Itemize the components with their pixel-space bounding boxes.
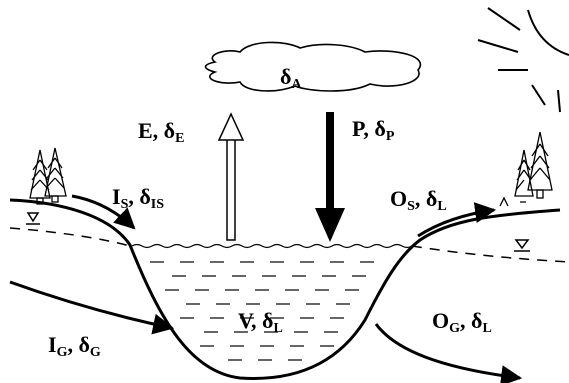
evaporation-arrow-icon (219, 114, 243, 240)
label-surface-outflow: OS, δL (390, 188, 447, 214)
water-table-icon (26, 213, 40, 224)
tree-icon (30, 148, 66, 204)
water-table-line (10, 228, 569, 262)
label-surface-inflow: IS, δIS (112, 186, 164, 212)
label-groundwater-inflow: IG, δG (48, 334, 101, 360)
label-groundwater-outflow: OG, δL (432, 310, 492, 336)
sun-icon (478, 8, 569, 112)
label-precipitation: P, δP (352, 118, 394, 144)
lake-water (132, 245, 412, 361)
precipitation-arrow-icon (315, 112, 345, 242)
label-lake-volume: V, δL (238, 310, 283, 336)
tree-icon (500, 132, 552, 206)
label-delta-a: δA (280, 66, 302, 92)
water-table-icon (514, 240, 530, 251)
cloud-icon (206, 42, 421, 91)
label-evaporation: E, δE (138, 120, 184, 146)
